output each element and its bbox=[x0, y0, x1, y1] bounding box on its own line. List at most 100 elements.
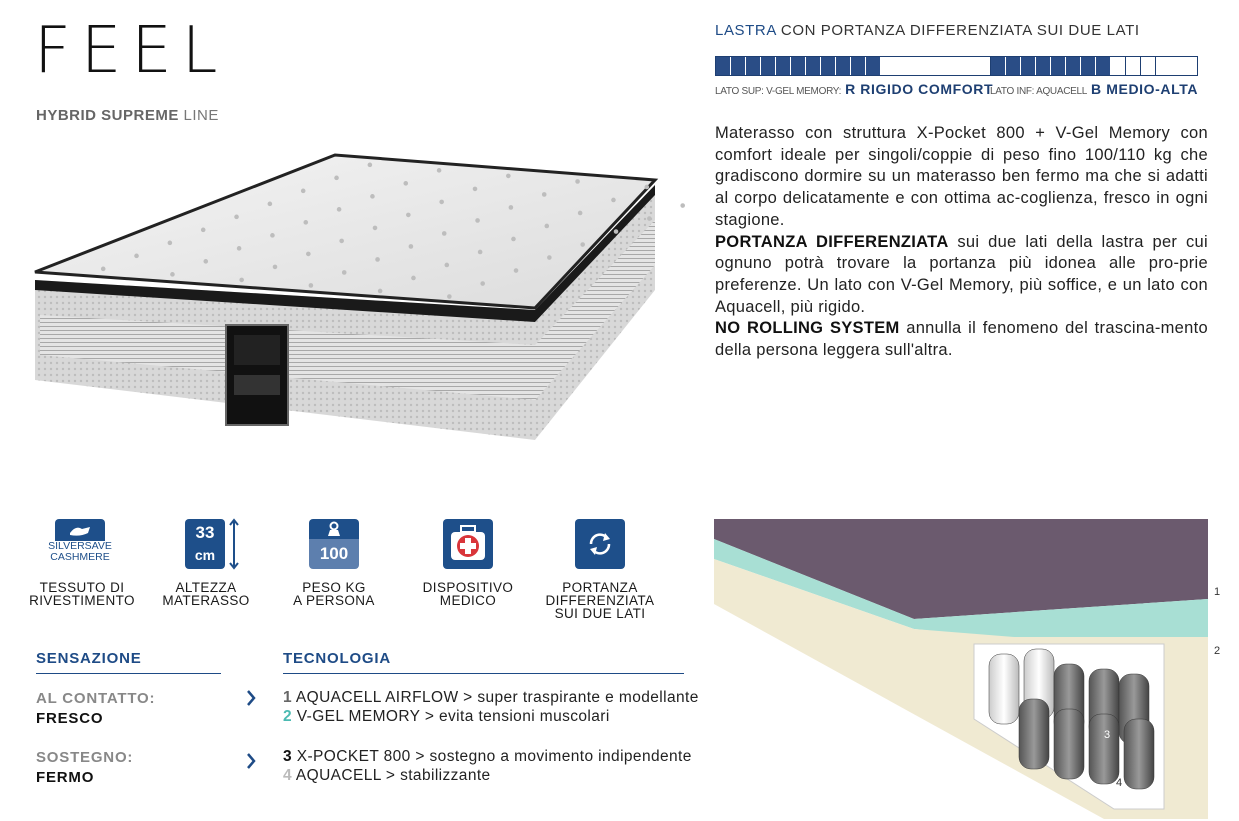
firmness-lower-side: LATO INF: AQUACELL bbox=[990, 86, 1088, 97]
tuft-dot bbox=[475, 218, 480, 223]
tuft-dot bbox=[441, 231, 447, 236]
firmness-cell bbox=[1021, 57, 1036, 75]
tech-num-1: 1 bbox=[283, 689, 293, 706]
firmness-cell bbox=[1006, 57, 1021, 75]
firmness-upper-caption: LATO SUP: V-GEL MEMORY:R RIGIDO COMFORT bbox=[715, 81, 993, 97]
pocket-spring bbox=[988, 653, 1020, 725]
height-label-line1: ALTEZZA bbox=[175, 580, 237, 595]
tuft-dot bbox=[308, 283, 314, 288]
firmness-upper-side: LATO SUP: V-GEL MEMORY: bbox=[715, 86, 842, 97]
firmness-cell bbox=[806, 57, 821, 75]
tuft-dot bbox=[234, 214, 239, 220]
fabric-hand-icon: SILVERSAVE CASHMERE bbox=[48, 519, 112, 569]
tuft-dot bbox=[239, 277, 244, 283]
layer-num-4: 4 bbox=[1116, 777, 1123, 789]
tuft-dot bbox=[411, 275, 416, 281]
tecnologia-heading: TECNOLOGIA bbox=[283, 650, 391, 667]
tuft-dot bbox=[547, 255, 552, 260]
weight-label-line2: A PERSONA bbox=[293, 593, 375, 608]
pocket-spring bbox=[1018, 698, 1050, 770]
firmness-cell bbox=[1141, 57, 1156, 75]
medical-label-line2: MEDICO bbox=[439, 593, 497, 608]
tuft-dot bbox=[511, 236, 516, 242]
tuft-dot bbox=[477, 249, 483, 255]
firmness-cell bbox=[851, 57, 866, 75]
firmness-bar-lower bbox=[990, 56, 1199, 76]
firmness-cell bbox=[1111, 57, 1126, 75]
tuft-dot bbox=[134, 253, 139, 259]
tuft-dot bbox=[375, 257, 380, 262]
firmness-cell bbox=[1051, 57, 1066, 75]
chevron-right-icon bbox=[247, 753, 256, 769]
firmness-cell bbox=[761, 57, 776, 75]
tech-item-1: 1 AQUACELL AIRFLOW > super traspirante e… bbox=[283, 689, 699, 707]
tuft-dot bbox=[272, 264, 278, 270]
weight-value: 100 bbox=[309, 539, 359, 569]
firmness-cell bbox=[776, 57, 791, 75]
lastra-accent: LASTRA bbox=[715, 22, 777, 39]
firmness-cell bbox=[731, 57, 746, 75]
tuft-dot bbox=[541, 192, 547, 197]
firmness-upper-rating: R RIGIDO COMFORT bbox=[845, 81, 994, 97]
layer-num-1: 1 bbox=[1214, 586, 1221, 598]
tuft-dot bbox=[406, 212, 411, 218]
sensazione-rule bbox=[36, 673, 221, 674]
tuft-dot bbox=[339, 238, 344, 244]
pocket-spring bbox=[1053, 708, 1085, 780]
tuft-dot bbox=[334, 175, 339, 181]
tech-num-3: 3 bbox=[283, 748, 293, 765]
tuft-dot bbox=[613, 229, 619, 234]
firmness-cell bbox=[1126, 57, 1141, 75]
weight-label-line1: PESO KG bbox=[302, 580, 366, 595]
description-p2: sui due lati della lastra per cui ognuno… bbox=[715, 232, 1209, 316]
firmness-upper: LATO SUP: V-GEL MEMORY:R RIGIDO COMFORT bbox=[715, 56, 994, 97]
weight-icon: 100 bbox=[309, 519, 359, 569]
height-unit: cm bbox=[194, 547, 216, 563]
firmness-cell bbox=[1066, 57, 1081, 75]
tuft-dot bbox=[647, 216, 652, 221]
firmness-cell bbox=[1081, 57, 1096, 75]
tech-item-3: 3 X-POCKET 800 > sostegno a movimento in… bbox=[283, 748, 692, 766]
tuft-dot bbox=[575, 179, 580, 184]
tech-num-2: 2 bbox=[283, 708, 293, 725]
tuft-dot bbox=[577, 210, 583, 216]
tuft-dot bbox=[306, 251, 311, 257]
tech-text-4: AQUACELL > stabilizzante bbox=[295, 767, 491, 784]
chevron-right-icon bbox=[247, 690, 256, 706]
height-label-line2: MATERASSO bbox=[162, 593, 250, 608]
tech-item-4: 4 AQUACELL > stabilizzante bbox=[283, 767, 491, 785]
firmness-cell bbox=[716, 57, 731, 75]
firmness-cell bbox=[866, 57, 881, 75]
pocket-spring bbox=[1123, 718, 1155, 790]
tuft-dot bbox=[408, 244, 414, 249]
tuft-dot bbox=[300, 188, 306, 194]
height-label: ALTEZZA MATERASSO bbox=[150, 580, 262, 608]
tuft-dot bbox=[644, 184, 650, 190]
dual-side-label: PORTANZA DIFFERENZIATA SUI DUE LATI bbox=[530, 581, 670, 621]
height-value: 33 bbox=[195, 523, 215, 542]
firmness-bar-upper bbox=[715, 56, 994, 76]
mattress-image bbox=[34, 153, 685, 440]
medical-label-line1: DISPOSITIVO bbox=[422, 580, 514, 595]
rotate-icon bbox=[575, 519, 625, 569]
tuft-dot bbox=[444, 262, 450, 268]
tuft-dot bbox=[544, 223, 550, 229]
tuft-dot bbox=[447, 294, 452, 299]
tuft-dot bbox=[367, 162, 373, 168]
fabric-badge-line1: SILVERSAVE bbox=[48, 540, 112, 552]
firmness-cell bbox=[746, 57, 761, 75]
tuft-dot bbox=[336, 207, 342, 212]
layer-num-2: 2 bbox=[1214, 645, 1221, 657]
product-line: HYBRID SUPREME LINE bbox=[36, 107, 219, 124]
height-arrow-icon bbox=[229, 518, 239, 570]
tuft-dot bbox=[370, 194, 375, 199]
sensazione-heading: SENSAZIONE bbox=[36, 650, 142, 667]
description-p3: annulla il fenomeno del trascina-mento d… bbox=[715, 319, 1208, 360]
tuft-dot bbox=[480, 281, 485, 286]
tuft-dot bbox=[472, 186, 478, 192]
tuft-dot bbox=[167, 240, 173, 246]
tuft-dot bbox=[513, 268, 519, 273]
lastra-heading: LASTRA CON PORTANZA DIFFERENZIATA SUI DU… bbox=[715, 22, 1140, 39]
